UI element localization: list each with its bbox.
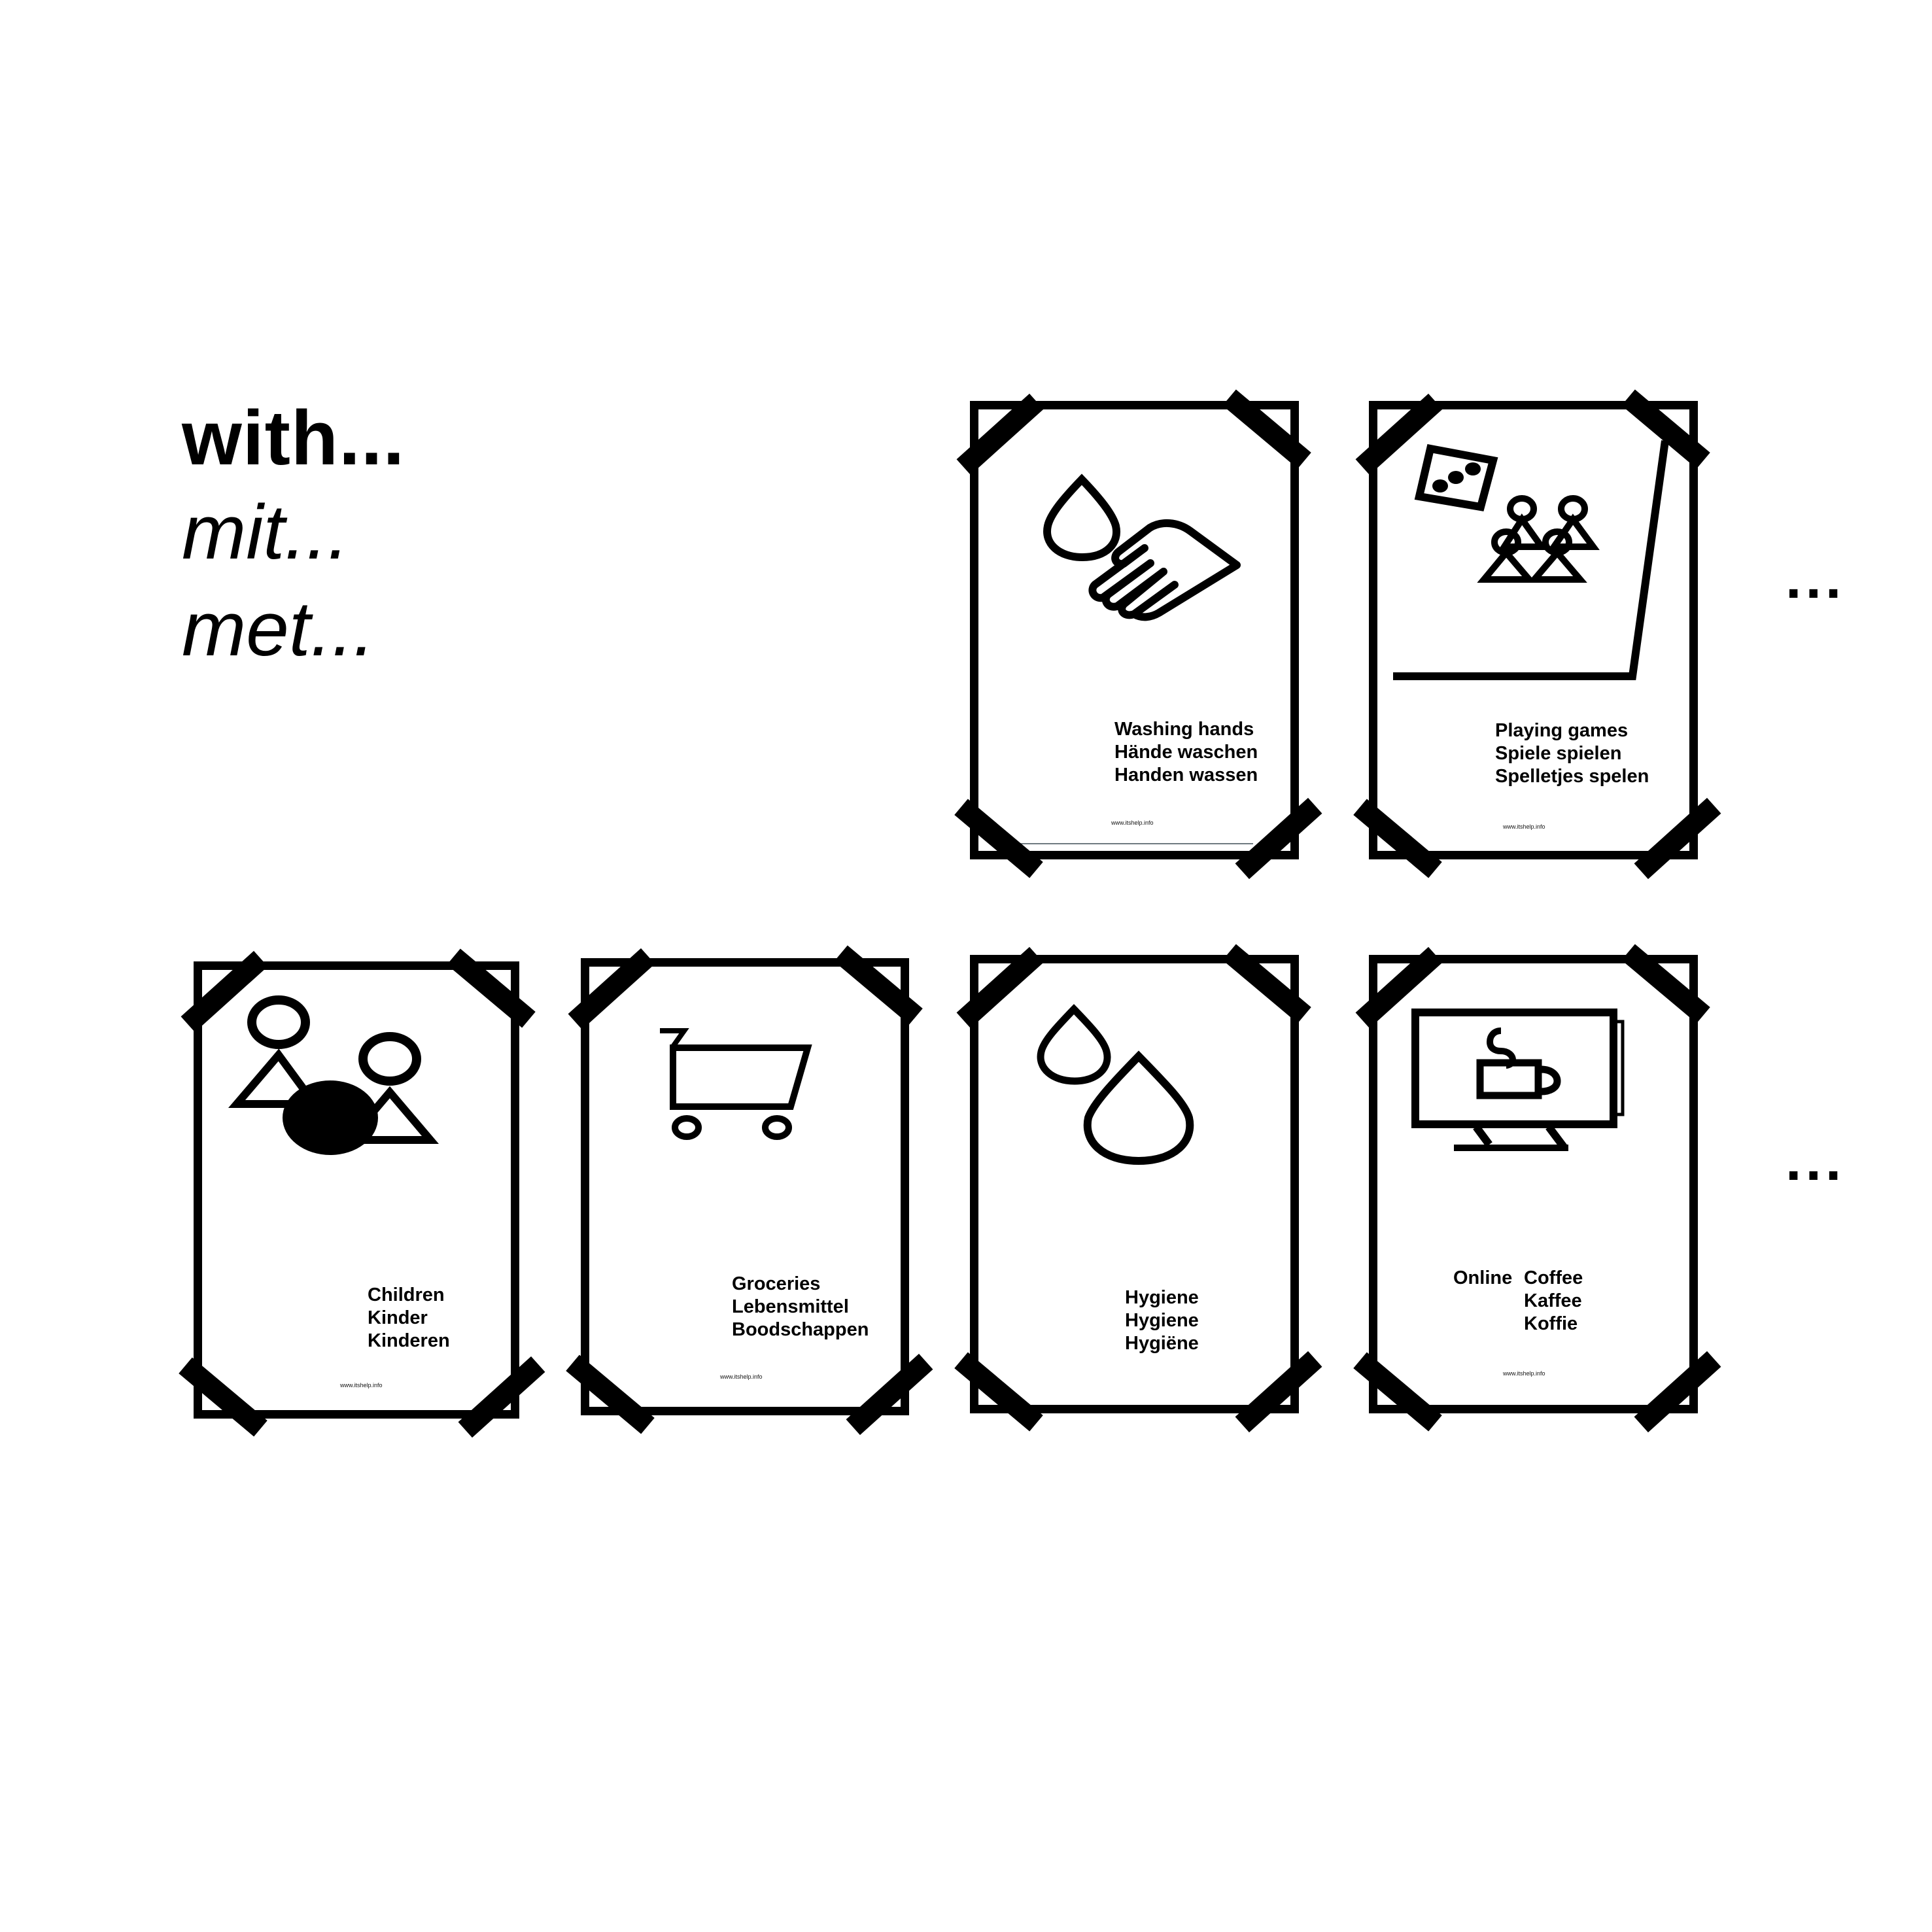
label-english: Children (368, 1285, 445, 1305)
label-german: Kinder (368, 1307, 428, 1328)
card-labels: Children Kinder Kinderen (368, 1284, 450, 1353)
intro-german: mit... (182, 489, 349, 576)
card-labels: Washing hands Hände waschen Handen wasse… (1114, 718, 1258, 787)
label-dutch: Spelletjes spelen (1495, 766, 1649, 787)
card-labels: Hygiene Hygiene Hygiëne (1125, 1286, 1199, 1355)
shopping-cart-icon (660, 1028, 812, 1140)
label-english: Hygiene (1125, 1287, 1199, 1308)
label-german: Kaffee (1524, 1290, 1582, 1311)
water-drop-and-hand-icon (998, 474, 1253, 844)
label-dutch: Kinderen (368, 1330, 450, 1351)
card-playing-games: Playing games Spiele spielen Spelletjes … (1369, 401, 1698, 859)
monitor-with-coffee-cup-icon (1411, 1009, 1625, 1151)
label-dutch: Handen wassen (1114, 765, 1258, 785)
dice-and-game-pieces-icon (1393, 440, 1669, 680)
label-dutch: Boodschappen (732, 1319, 869, 1340)
card-labels: Groceries Lebensmittel Boodschappen (732, 1273, 869, 1341)
card-url: www.itshelp.info (1503, 823, 1545, 830)
intro-dutch: met... (182, 586, 375, 672)
label-dutch: Hygiëne (1125, 1333, 1199, 1354)
intro-heading: with... mit... met... (182, 392, 405, 678)
card-washing-hands: Washing hands Hände waschen Handen wasse… (970, 401, 1299, 859)
label-german: Lebensmittel (732, 1296, 849, 1317)
label-english: Coffee (1524, 1268, 1583, 1288)
label-german: Spiele spielen (1495, 743, 1622, 764)
intro-english: with... (182, 395, 405, 481)
water-drops-icon (1037, 1004, 1194, 1165)
label-german: Hände waschen (1114, 742, 1258, 763)
card-hygiene: Hygiene Hygiene Hygiëne (970, 955, 1299, 1413)
card-children: Children Kinder Kinderen www.itshelp.inf… (194, 961, 519, 1419)
card-groceries: Groceries Lebensmittel Boodschappen www.… (581, 958, 909, 1415)
label-english: Washing hands (1114, 719, 1254, 740)
card-url: www.itshelp.info (1503, 1370, 1545, 1377)
label-german: Hygiene (1125, 1310, 1199, 1331)
more-ellipsis-top: ... (1785, 545, 1846, 610)
children-figures-icon (228, 995, 439, 1155)
label-english: Groceries (732, 1273, 821, 1294)
more-ellipsis-bottom: ... (1785, 1128, 1846, 1192)
card-online-coffee: Online Coffee Kaffee Koffie www.itshelp.… (1369, 955, 1698, 1413)
label-english: Playing games (1495, 720, 1629, 741)
card-labels: Playing games Spiele spielen Spelletjes … (1495, 719, 1649, 788)
label-dutch: Koffie (1524, 1313, 1578, 1334)
card-url: www.itshelp.info (340, 1382, 383, 1389)
card-labels: Coffee Kaffee Koffie (1524, 1267, 1583, 1336)
online-prefix: Online (1453, 1268, 1513, 1288)
card-url: www.itshelp.info (1111, 819, 1154, 826)
card-url: www.itshelp.info (720, 1373, 763, 1380)
